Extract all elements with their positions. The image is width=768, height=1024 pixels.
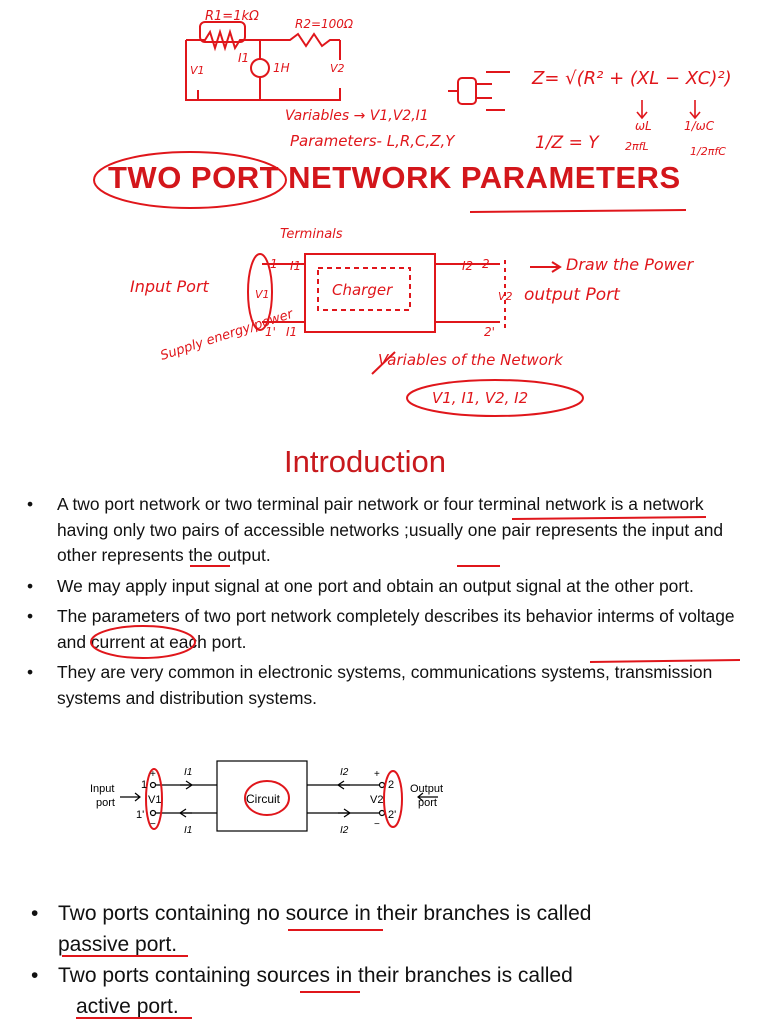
i1-label: I1 <box>238 51 249 65</box>
diagram-terminal-2p: 2' <box>388 809 396 821</box>
two-port-sketch: Terminals Input Port Supply energy/power… <box>130 227 695 417</box>
diagram-i1-bottom: I1 <box>184 825 192 836</box>
sketch-terminal-1p: 1' <box>265 325 276 339</box>
diagram-circuit-label: Circuit <box>246 792 281 806</box>
diagram-i1-top: I1 <box>184 767 192 778</box>
bullet-line: Two ports containing no source in their … <box>58 902 592 925</box>
one-over-2pifc-note: 1/2πfC <box>690 145 726 158</box>
bullet-annotations <box>90 516 741 663</box>
diagram-terminal-2: 2 <box>388 779 394 791</box>
diagram-i2-bottom: I2 <box>340 825 349 836</box>
variables-note: Variables → V1,V2,I1 <box>285 108 429 124</box>
bullet-item: They are very common in electronic syste… <box>24 660 744 711</box>
diagram-input-label-1: Input <box>90 783 114 795</box>
page-title: TWO PORT NETWORK PARAMETERS <box>108 160 681 195</box>
diagram-plus-right: + <box>374 769 380 780</box>
inductor-label: 1H <box>273 61 290 75</box>
diagram-minus-right: − <box>374 819 380 830</box>
introduction-heading: Introduction <box>284 444 446 479</box>
admittance-note: 1/Z = Y <box>535 133 600 153</box>
top-notes-sketch: R1=1kΩ R2=100Ω I1 1H V1 V2 Variables → V… <box>185 9 732 158</box>
sketch-v2: V2 <box>498 290 513 303</box>
input-port-note: Input Port <box>130 277 210 296</box>
bullet-line: Two ports containing sources in their br… <box>58 964 573 987</box>
bullet-item: A two port network or two terminal pair … <box>24 492 744 569</box>
diagram-v2: V2 <box>370 794 383 806</box>
two-pi-fl-note: 2πfL <box>625 140 649 153</box>
port-type-list: Two ports containing no source in their … <box>28 898 748 1022</box>
bullet-item: The parameters of two port network compl… <box>24 604 744 655</box>
plug-icon <box>448 71 510 111</box>
sketch-terminal-1: 1 <box>270 257 278 271</box>
draw-power-note: Draw the Power <box>566 255 695 274</box>
output-port-note: output Port <box>524 285 621 305</box>
network-variables-note: Variables of the Network <box>378 351 564 369</box>
bullet-item: Two ports containing no source in their … <box>28 898 748 960</box>
diagram-terminal-1p: 1' <box>136 809 144 821</box>
sketch-terminal-2: 2 <box>482 257 490 271</box>
diagram-i2-top: I2 <box>340 767 349 778</box>
charger-note: Charger <box>332 281 393 299</box>
r1-label: R1=1kΩ <box>205 9 259 24</box>
two-port-diagram: Input port Output port Circuit 1 1' 2 2'… <box>90 760 443 836</box>
one-over-wc-note: 1/ωC <box>684 119 715 133</box>
diagram-input-label-2: port <box>96 797 115 809</box>
omega-l-note: ωL <box>635 119 652 133</box>
impedance-formula: Z= √(R² + (XL − XC)²) <box>531 68 732 89</box>
diagram-output-label-2: port <box>418 797 437 809</box>
v1-label: V1 <box>190 64 205 77</box>
network-variables-list: V1, I1, V2, I2 <box>432 389 528 407</box>
bullet-line: active port. <box>76 995 179 1018</box>
diagram-terminal-1: 1 <box>141 779 147 791</box>
sketch-i1-bottom: I1 <box>286 325 297 339</box>
terminals-note: Terminals <box>280 227 343 242</box>
parameters-note: Parameters- L,R,C,Z,Y <box>290 132 456 150</box>
diagram-minus-left: − <box>150 819 156 830</box>
top-circuit-drawing <box>185 21 341 101</box>
bullet-item: Two ports containing sources in their br… <box>28 960 748 1022</box>
sketch-i2: I2 <box>462 259 473 273</box>
bottom-annotations <box>62 929 383 1019</box>
sketch-v1: V1 <box>255 288 270 301</box>
diagram-v1: V1 <box>148 794 161 806</box>
bullet-line: passive port. <box>58 933 178 956</box>
diagram-plus-left: + <box>150 769 156 780</box>
title-annotations <box>93 151 687 213</box>
intro-bullet-list: A two port network or two terminal pair … <box>24 492 744 716</box>
bullet-item: We may apply input signal at one port an… <box>24 574 744 600</box>
sketch-terminal-2p: 2' <box>484 325 495 339</box>
sketch-i1-top: I1 <box>290 259 301 273</box>
v2-label: V2 <box>330 62 345 75</box>
diagram-output-label-1: Output <box>410 783 443 795</box>
r2-label: R2=100Ω <box>295 17 354 31</box>
